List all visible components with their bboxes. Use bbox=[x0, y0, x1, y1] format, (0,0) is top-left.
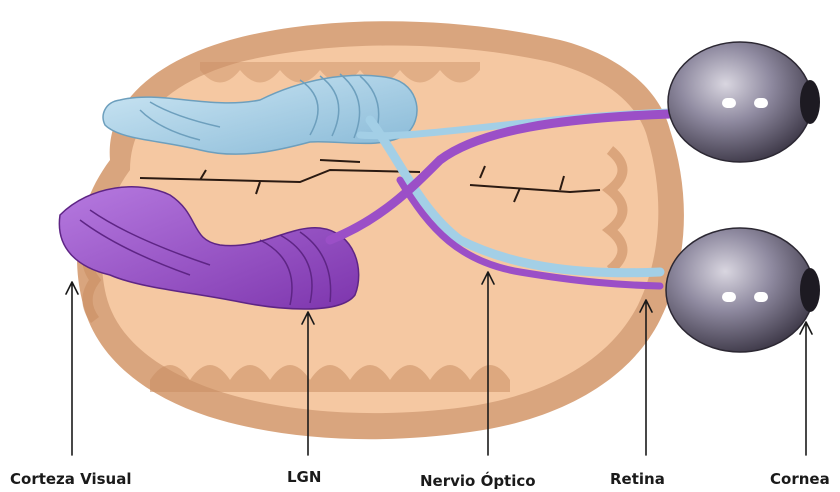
cornea-top bbox=[800, 80, 820, 124]
label-visual-cortex: Corteza Visual bbox=[10, 470, 132, 488]
pointer-cornea bbox=[800, 322, 812, 455]
eye-top bbox=[668, 42, 820, 162]
eyeball-icon bbox=[668, 42, 812, 162]
label-cornea: Cornea bbox=[770, 470, 830, 488]
eye-highlight bbox=[754, 98, 768, 108]
eyeball-icon bbox=[666, 228, 814, 352]
label-retina: Retina bbox=[610, 470, 665, 488]
eye-bottom bbox=[666, 228, 820, 352]
cornea-bottom bbox=[800, 268, 820, 312]
label-lgn: LGN bbox=[287, 468, 321, 486]
eye-highlight bbox=[722, 292, 736, 302]
eye-highlight bbox=[722, 98, 736, 108]
eye-highlight bbox=[754, 292, 768, 302]
label-optic-nerve: Nervio Óptico bbox=[420, 471, 536, 490]
pointer-visual-cortex bbox=[66, 282, 78, 455]
